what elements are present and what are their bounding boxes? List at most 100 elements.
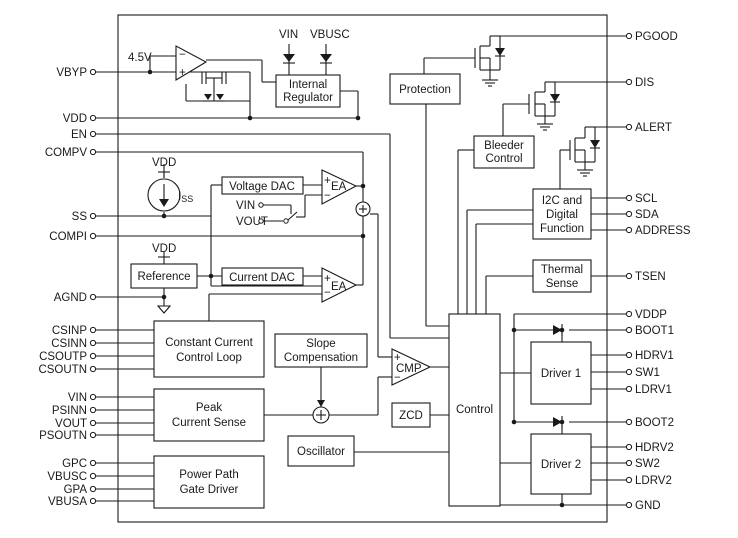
ldo-amplifier: − + — [175, 45, 208, 81]
ea2-label: EA — [331, 281, 347, 293]
bleeder-line1: Bleeder — [484, 140, 524, 152]
oscillator-block: Oscillator — [287, 435, 355, 467]
driver2-label: Driver 2 — [541, 459, 581, 471]
pgood-mosfet-symbol — [474, 36, 505, 87]
protection-label: Protection — [399, 84, 451, 96]
zcd-block: ZCD — [391, 402, 431, 428]
ea2-amplifier: + − EA — [321, 267, 358, 303]
power-path-gate-driver-block: Power Path Gate Driver — [153, 455, 265, 509]
ground-icon — [156, 305, 172, 314]
pin-vbusc: VBUSC — [47, 471, 87, 483]
ss-current-source-symbol — [147, 171, 181, 212]
voltage-dac-block: Voltage DAC — [221, 176, 304, 195]
power-path-line2: Gate Driver — [180, 484, 239, 496]
reference-block: Reference — [130, 263, 198, 289]
pin-ss: SS — [72, 211, 88, 223]
pin-tsen: TSEN — [635, 271, 666, 283]
driver2-block: Driver 2 — [530, 433, 592, 495]
cc-line1: Constant Current — [165, 337, 253, 349]
cmp-plus: + — [394, 352, 401, 364]
cmp-comparator: + − CMP — [391, 348, 432, 386]
pin-sw2: SW2 — [635, 458, 660, 470]
cc-line2: Control Loop — [176, 352, 242, 364]
pin-psoutn: PSOUTN — [39, 430, 87, 442]
sum-node-2 — [312, 406, 330, 424]
thermal-line2: Sense — [546, 278, 579, 290]
peak-line1: Peak — [196, 402, 222, 414]
pin-gnd: GND — [635, 500, 661, 512]
boot2-diode — [553, 416, 563, 428]
ea1-minus: − — [324, 190, 331, 202]
right-pin-circles — [625, 32, 633, 509]
pin-csoutn: CSOUTN — [38, 364, 87, 376]
current-dac-label: Current DAC — [229, 272, 295, 284]
control-label: Control — [456, 404, 493, 416]
pin-gpc: GPC — [62, 458, 87, 470]
pin-gpa: GPA — [64, 484, 88, 496]
pin-scl: SCL — [635, 193, 658, 205]
pin-ldrv1: LDRV1 — [635, 384, 672, 396]
driver1-label: Driver 1 — [541, 368, 581, 380]
pin-sda: SDA — [635, 209, 659, 221]
pin-csinn: CSINN — [51, 338, 87, 350]
i2c-digital-block: I2C and Digital Function — [532, 188, 592, 240]
pin-pgood: PGOOD — [635, 31, 678, 43]
left-pin-labels: VBYP VDD EN COMPV SS COMPI AGND CSINP CS… — [38, 67, 87, 508]
constant-current-loop-block: Constant Current Control Loop — [153, 320, 265, 378]
ea1-label: EA — [331, 181, 347, 193]
pin-address: ADDRESS — [635, 225, 691, 237]
junction-dots — [147, 69, 565, 508]
ldo-plus: + — [179, 67, 186, 79]
ldo-minus: − — [179, 49, 186, 61]
ea1-amplifier: + − EA — [321, 169, 358, 205]
thermal-line1: Thermal — [541, 264, 583, 276]
sum-node-1 — [355, 201, 371, 217]
pin-ldrv2: LDRV2 — [635, 475, 672, 487]
pin-vbyp: VBYP — [56, 67, 87, 79]
pin-boot1: BOOT1 — [635, 325, 674, 337]
slope-compensation-block: Slope Compensation — [274, 333, 368, 368]
pin-boot2: BOOT2 — [635, 417, 674, 429]
voltage-dac-label: Voltage DAC — [229, 181, 295, 193]
internal-regulator-block: Internal Regulator — [275, 74, 341, 108]
pin-vout: VOUT — [55, 418, 87, 430]
pin-dis: DIS — [635, 77, 655, 89]
pin-vbusa: VBUSA — [48, 496, 87, 508]
control-block: Control — [448, 313, 501, 507]
slope-line2: Compensation — [284, 352, 358, 364]
pin-agnd: AGND — [54, 292, 87, 304]
pin-vddp: VDDP — [635, 309, 667, 321]
pin-compv: COMPV — [45, 147, 88, 159]
right-pin-labels: PGOOD DIS ALERT SCL SDA ADDRESS TSEN VDD… — [635, 31, 691, 512]
i2c-line1: I2C and — [542, 195, 582, 207]
zcd-label: ZCD — [399, 410, 423, 422]
slope-line1: Slope — [306, 338, 335, 350]
iss-label: ISS — [178, 191, 193, 204]
ldo-reference-voltage: 4.5V — [128, 52, 152, 64]
chip-boundary — [117, 14, 608, 523]
pin-en: EN — [71, 129, 87, 141]
pin-vin: VIN — [68, 392, 87, 404]
reference-label: Reference — [137, 271, 190, 283]
i2c-line2: Digital — [546, 209, 578, 221]
reg-diodes — [283, 54, 332, 64]
peak-current-sense-block: Peak Current Sense — [153, 388, 265, 442]
current-dac-block: Current DAC — [221, 267, 304, 286]
i2c-line3: Function — [540, 223, 584, 235]
left-pin-circles — [89, 68, 97, 505]
driver1-block: Driver 1 — [530, 341, 592, 405]
slope-arrow-icon — [317, 400, 325, 407]
pin-compi: COMPI — [49, 231, 87, 243]
right-pin-stubs — [607, 35, 626, 128]
cmp-minus: − — [394, 372, 401, 384]
pin-hdrv2: HDRV2 — [635, 442, 674, 454]
pin-alert: ALERT — [635, 122, 672, 134]
bleeder-control-block: Bleeder Control — [473, 135, 535, 169]
bleeder-line2: Control — [485, 153, 522, 165]
reg-vin-label: VIN — [279, 29, 298, 41]
vdd-ss-label: VDD — [152, 157, 176, 169]
alert-mosfet-symbol — [569, 126, 600, 177]
pin-csoutp: CSOUTP — [39, 351, 87, 363]
cmp-label: CMP — [396, 363, 422, 375]
